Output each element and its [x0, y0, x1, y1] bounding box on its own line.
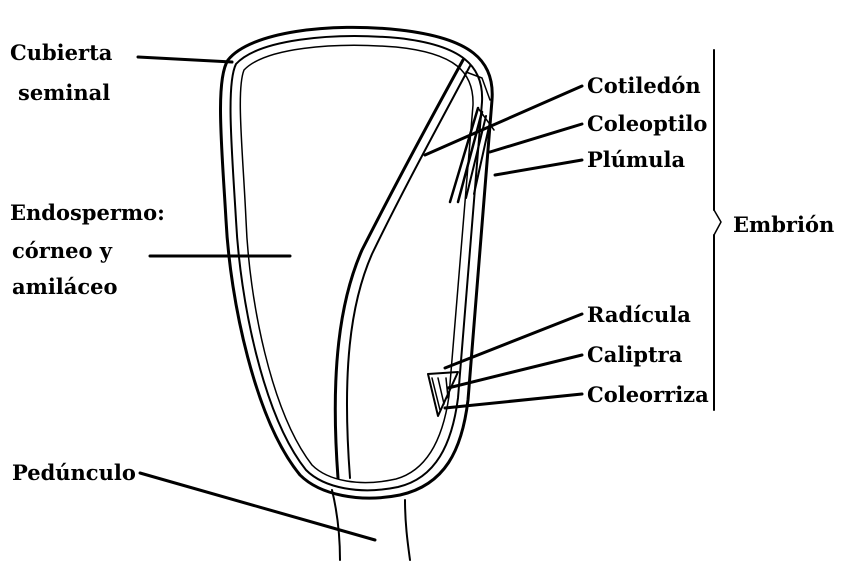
label-coleoptilo: Coleoptilo — [587, 111, 707, 136]
label-plumula: Plúmula — [587, 147, 686, 172]
radicle-wedge — [428, 372, 458, 416]
label-pedunculo: Pedúnculo — [12, 460, 136, 485]
label-radicula: Radícula — [587, 302, 691, 327]
label-coleorriza: Coleorriza — [587, 382, 709, 407]
label-caliptra: Caliptra — [587, 342, 683, 367]
label-cotiledon: Cotiledón — [587, 73, 701, 98]
leader-lines — [138, 57, 582, 540]
labels: Cubierta seminal Endospermo: córneo y am… — [10, 40, 834, 485]
label-embrion: Embrión — [733, 212, 834, 237]
label-cubierta-line1: Cubierta — [10, 40, 113, 65]
label-endospermo-line2: córneo y — [12, 238, 113, 263]
embryo-bracket — [714, 50, 721, 410]
label-cubierta-line2: seminal — [18, 80, 110, 105]
peduncle-stalk — [332, 490, 410, 560]
label-endospermo-line1: Endospermo: — [10, 200, 165, 225]
label-endospermo-line3: amiláceo — [12, 274, 118, 299]
